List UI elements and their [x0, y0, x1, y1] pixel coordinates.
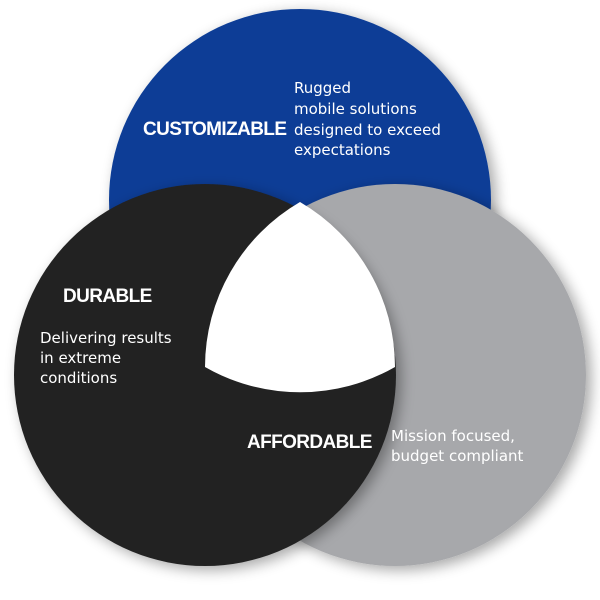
affordable-line: Mission focused, — [391, 427, 515, 445]
customizable-description: Rugged mobile solutions designed to exce… — [294, 79, 446, 159]
customizable-line: mobile solutions — [294, 100, 417, 118]
customizable-line: Rugged — [294, 79, 351, 97]
durable-heading: DURABLE — [63, 286, 152, 307]
durable-line: Delivering results — [40, 329, 172, 347]
customizable-line: expectations — [294, 141, 391, 159]
affordable-description: Mission focused, budget compliant — [391, 427, 524, 465]
center-overlap — [205, 202, 395, 393]
customizable-heading: CUSTOMIZABLE — [143, 119, 286, 140]
customizable-line: designed to exceed — [294, 121, 441, 139]
durable-line: conditions — [40, 369, 117, 387]
affordable-line: budget compliant — [391, 447, 524, 465]
durable-line: in extreme — [40, 349, 121, 367]
durable-description: Delivering results in extreme conditions — [40, 329, 176, 387]
affordable-heading: AFFORDABLE — [247, 432, 372, 453]
